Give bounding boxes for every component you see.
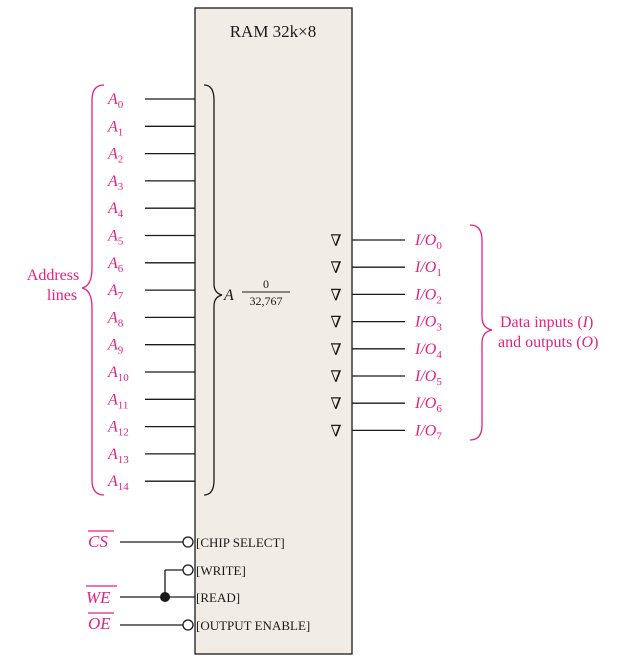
control-pins: CS [CHIP SELECT] [WRITE] WE [READ] OE [O… (86, 530, 310, 633)
address-pin-label: A3 (107, 173, 124, 193)
oe-pin-label: OE (88, 614, 111, 633)
tristate-symbol: ∇ (330, 423, 341, 440)
oe-inversion-bubble (182, 619, 194, 631)
tristate-symbol: ∇ (330, 287, 341, 304)
tristate-symbol: ∇ (330, 342, 341, 359)
address-pin-label: A0 (107, 91, 124, 111)
data-pin-label: I/O3 (414, 314, 442, 334)
chip-title: RAM 32k×8 (230, 22, 317, 41)
address-label-line1: Address (27, 267, 79, 284)
address-brace (81, 84, 105, 496)
address-pin-label: A1 (107, 118, 123, 138)
data-pin-label: I/O2 (414, 286, 442, 306)
address-label-line2: lines (47, 287, 77, 304)
data-pin-label: I/O7 (414, 422, 442, 442)
cs-inversion-bubble (182, 536, 194, 548)
we-pin-label: WE (86, 588, 111, 607)
data-brace (469, 224, 493, 441)
tristate-symbol: ∇ (330, 369, 341, 386)
address-pin-label: A5 (107, 228, 124, 248)
data-pin-label: I/O0 (414, 232, 442, 252)
data-pin-label: I/O1 (414, 259, 442, 279)
address-range-symbol: A (223, 287, 234, 304)
tristate-symbol: ∇ (330, 396, 341, 413)
oe-function-label: [OUTPUT ENABLE] (196, 618, 310, 633)
tristate-symbol: ∇ (330, 315, 341, 332)
address-pin-label: A2 (107, 146, 123, 166)
address-pin-label: A11 (107, 391, 128, 411)
data-label-line2: and outputs (O) (498, 334, 598, 351)
data-pin-label: I/O4 (414, 341, 442, 361)
write-inversion-bubble (182, 564, 194, 576)
tristate-symbol: ∇ (330, 233, 341, 250)
cs-pin-label: CS (88, 532, 108, 551)
address-pin-label: A14 (107, 473, 129, 493)
cs-function-label: [CHIP SELECT] (196, 535, 285, 550)
data-label-line1: Data inputs (I) (500, 314, 593, 331)
address-inner-bracket (203, 84, 223, 496)
address-pin-label: A7 (107, 282, 124, 302)
address-pin-label: A12 (107, 419, 129, 439)
chip-body (194, 7, 353, 655)
write-function-label: [WRITE] (196, 563, 246, 578)
data-pin-label: I/O6 (414, 395, 442, 415)
tristate-symbol: ∇ (330, 260, 341, 277)
address-range-numerator: 0 (263, 277, 269, 291)
address-pin-label: A10 (107, 364, 129, 384)
address-pin-label: A13 (107, 446, 129, 466)
address-pin-label: A9 (107, 337, 124, 357)
address-pin-label: A4 (107, 200, 124, 220)
data-pins: ∇ I/O0 ∇ I/O1 ∇ I/O2 ∇ I/O3 ∇ I/O4 ∇ I/O5 ∇ I/O6 ∇ I/O7 (330, 232, 442, 442)
read-function-label: [READ] (196, 590, 240, 605)
data-pin-label: I/O5 (414, 368, 442, 388)
address-pin-label: A6 (107, 255, 124, 275)
address-range-denominator: 32,767 (250, 294, 283, 308)
address-pin-label: A8 (107, 309, 124, 329)
we-junction-dot (160, 592, 170, 602)
